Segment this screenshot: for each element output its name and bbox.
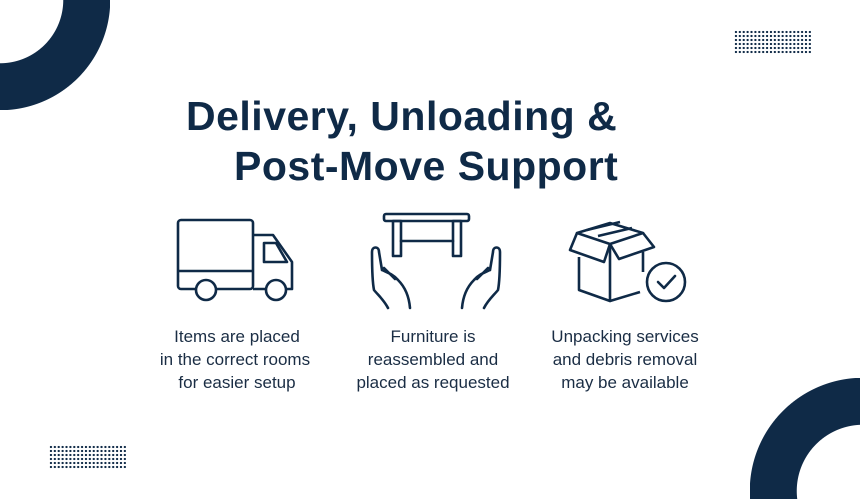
title-line-2: Post-Move Support (234, 143, 619, 189)
caption-line: Items are placed (174, 327, 300, 346)
hands-table-icon (370, 212, 502, 310)
caption-line: may be available (561, 373, 689, 392)
caption-line: Unpacking services (551, 327, 699, 346)
caption-line: and debris removal (552, 350, 698, 369)
title-line-1: Delivery, Unloading & (186, 93, 618, 139)
feature-caption-furniture: Furniture is reassembled and placed as r… (333, 325, 533, 394)
dot-pattern-bottom-left (49, 445, 126, 469)
decorative-ring-top-left (0, 0, 110, 110)
caption-line: for easier setup (178, 373, 296, 392)
feature-caption-unpacking: Unpacking services and debris removal ma… (525, 325, 725, 394)
truck-icon (176, 218, 294, 302)
caption-line: Furniture is (390, 327, 476, 346)
feature-caption-delivery: Items are placed in the correct rooms fo… (137, 325, 337, 394)
caption-line: in the correct rooms (159, 350, 311, 369)
box-check-icon (568, 220, 687, 303)
page-title: Delivery, Unloading & Post-Move Support (0, 92, 860, 192)
caption-line: placed as requested (356, 373, 510, 392)
decorative-ring-bottom-right (750, 378, 860, 499)
caption-line: reassembled and (367, 350, 499, 369)
dot-pattern-top-right (734, 30, 811, 54)
